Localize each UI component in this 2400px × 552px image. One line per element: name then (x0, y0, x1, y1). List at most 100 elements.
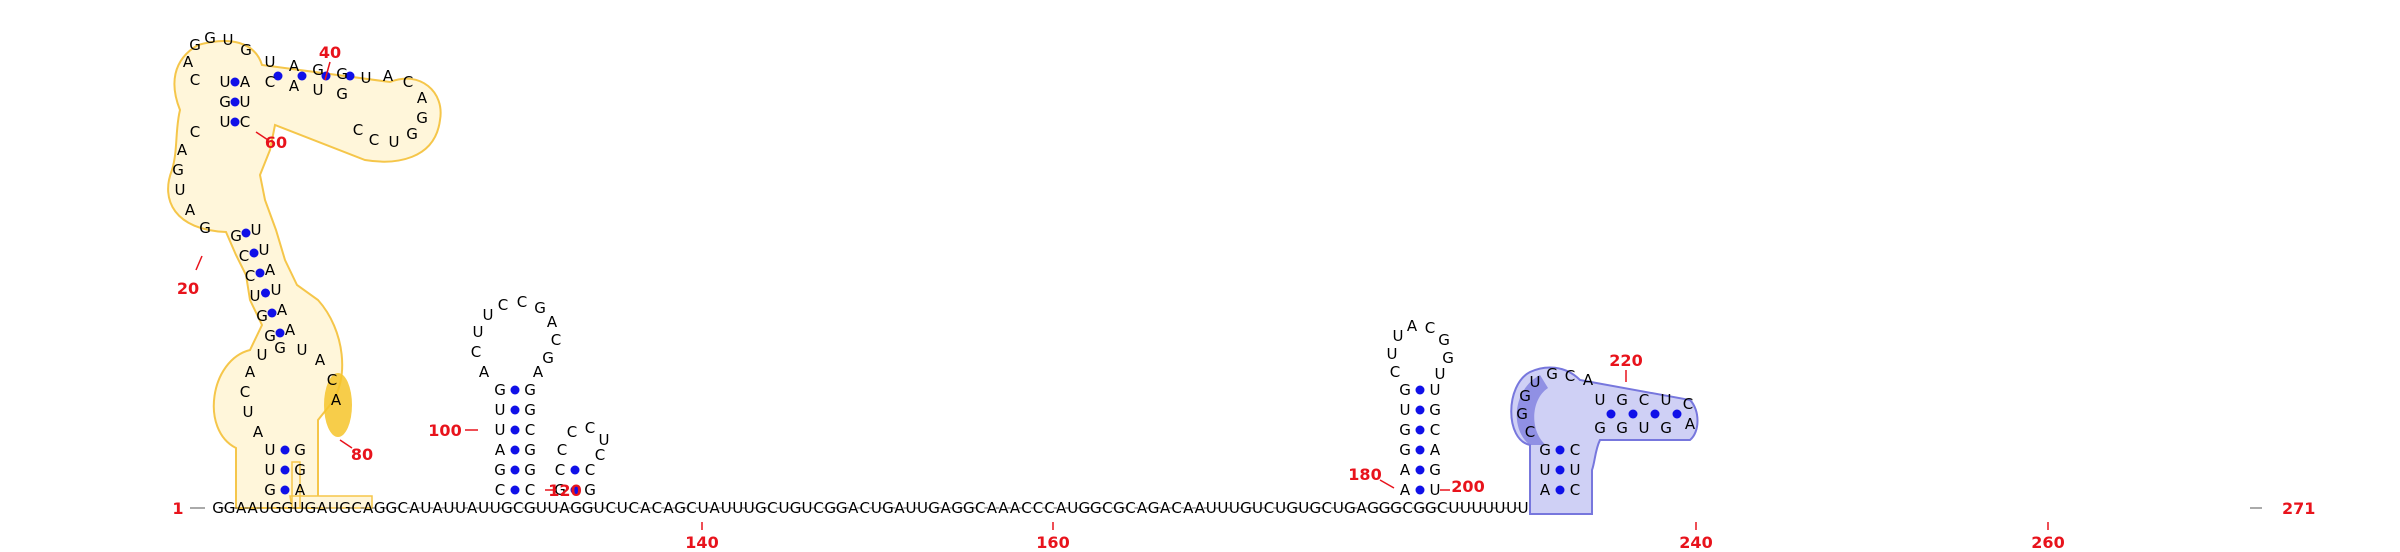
sequence-nucleotide: U (328, 499, 339, 517)
nucleotide: A (331, 391, 342, 409)
base-pair-dot (1415, 485, 1425, 495)
sequence-nucleotide: U (732, 499, 743, 517)
nucleotide: C (555, 461, 565, 479)
sequence-nucleotide: U (1483, 499, 1494, 517)
nucleotide: G (1546, 365, 1558, 383)
sequence-nucleotide: G (305, 499, 317, 517)
sequence-nucleotide: U (617, 499, 628, 517)
nucleotide: C (471, 343, 481, 361)
nucleotide: C (557, 441, 567, 459)
base-pair-dot (1415, 445, 1425, 455)
sequence-nucleotide: U (1229, 499, 1240, 517)
nucleotide: A (185, 201, 196, 219)
position-label: 60 (265, 133, 287, 152)
sequence-nucleotide: U (490, 499, 501, 517)
sequence-nucleotide: G (1367, 499, 1379, 517)
base-pair-dot (510, 485, 520, 495)
nucleotide: U (1430, 481, 1441, 499)
sequence-nucleotide: A (1056, 499, 1067, 517)
nucleotide: C (1570, 481, 1580, 499)
nucleotide: A (295, 481, 306, 499)
nucleotide: G (524, 401, 536, 419)
sequence-nucleotide: G (374, 499, 386, 517)
sequence-nucleotide: U (1333, 499, 1344, 517)
nucleotide: U (223, 31, 234, 49)
sequence-nucleotide: A (432, 499, 443, 517)
nucleotide: C (403, 73, 413, 91)
nucleotide: U (265, 53, 276, 71)
base-pair-dot (1415, 425, 1425, 435)
nucleotide: G (336, 85, 348, 103)
sequence-nucleotide: U (547, 499, 558, 517)
nucleotide: U (1530, 373, 1541, 391)
sequence-nucleotide: A (317, 499, 328, 517)
sequence-nucleotide: G (755, 499, 767, 517)
base-pair-dots (230, 71, 1682, 495)
nucleotide: G (1429, 461, 1441, 479)
nucleotide: U (265, 441, 276, 459)
nucleotide: C (517, 293, 527, 311)
nucleotide: U (1661, 391, 1672, 409)
nucleotide: A (1407, 317, 1418, 335)
sequence-nucleotide: A (663, 499, 674, 517)
nucleotide: C (495, 481, 505, 499)
nucleotide: G (1516, 405, 1528, 423)
nucleotide: A (1540, 481, 1551, 499)
base-pair-dot (267, 308, 277, 318)
base-pair-dot (280, 445, 290, 455)
sequence-nucleotide: C (605, 499, 615, 517)
sequence-nucleotide: U (1506, 499, 1517, 517)
highlight-yellow-strong (324, 373, 352, 437)
base-pair-dot (510, 405, 520, 415)
sequence-nucleotide: A (894, 499, 905, 517)
base-pair-dot (230, 117, 240, 127)
nucleotide: G (1616, 419, 1628, 437)
nucleotide: C (585, 461, 595, 479)
nucleotide: C (239, 247, 249, 265)
nucleotide: G (294, 441, 306, 459)
base-pair-dot (280, 465, 290, 475)
bottom-position-label: 160 (1036, 533, 1069, 552)
nucleotide: U (1570, 461, 1581, 479)
sequence-nucleotide: A (236, 499, 247, 517)
sequence-nucleotide: C (652, 499, 662, 517)
nucleotide: U (389, 133, 400, 151)
sequence-nucleotide: G (1078, 499, 1090, 517)
nucleotide: A (265, 261, 276, 279)
sequence-nucleotide: U (1206, 499, 1217, 517)
position-tick (339, 439, 353, 449)
base-pair-dot (1415, 465, 1425, 475)
nucleotide: G (534, 299, 546, 317)
base-pair-dot (1555, 445, 1565, 455)
nucleotide: C (1390, 363, 1400, 381)
sequence-nucleotide: U (1067, 499, 1078, 517)
base-pair-dot (249, 248, 259, 258)
sequence-nucleotide: G (836, 499, 848, 517)
base-pair-dot (1555, 485, 1565, 495)
nucleotide: G (524, 441, 536, 459)
nucleotide: C (190, 123, 200, 141)
nucleotide: U (251, 221, 262, 239)
sequence-nucleotide: U (420, 499, 431, 517)
sequence-nucleotide: U (1518, 499, 1529, 517)
sequence-nucleotide: G (1425, 499, 1437, 517)
nucleotide: U (1387, 345, 1398, 363)
nucleotide: A (285, 321, 296, 339)
sequence-nucleotide: G (524, 499, 536, 517)
nucleotide: U (495, 401, 506, 419)
bottom-position-label: 260 (2031, 533, 2064, 552)
nucleotide: C (595, 446, 605, 464)
sequence-nucleotide: G (1148, 499, 1160, 517)
nucleotide: A (289, 77, 300, 95)
base-pair-dot (1415, 405, 1425, 415)
nucleotide: U (1639, 419, 1650, 437)
sequence-nucleotide: U (802, 499, 813, 517)
nucleotide: C (525, 421, 535, 439)
sequence-nucleotide: G (1090, 499, 1102, 517)
nucleotide: G (1429, 401, 1441, 419)
nucleotide: C (327, 371, 337, 389)
nucleotide: C (498, 296, 508, 314)
nucleotide: C (1683, 395, 1693, 413)
sequence-nucleotide: C (975, 499, 985, 517)
nucleotide: C (1565, 367, 1575, 385)
